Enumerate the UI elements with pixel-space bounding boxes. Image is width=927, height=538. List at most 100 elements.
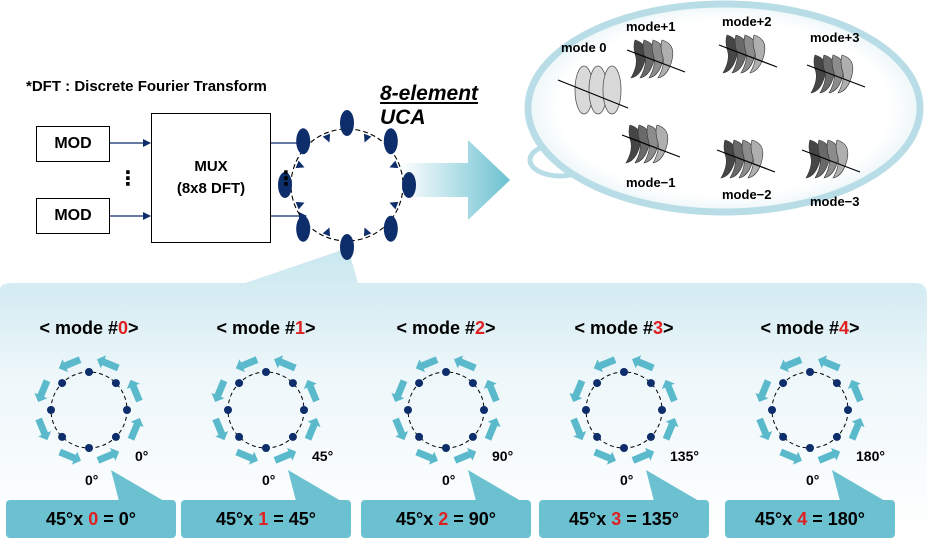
uca-feed-marker [363,227,372,237]
uca-element [340,110,354,136]
uca-feed-marker [295,201,305,210]
uca-feed-marker [322,227,331,237]
array-element [415,379,424,388]
rotation-arrow [453,447,477,464]
mode-circle-3 [569,355,699,501]
rotation-arrow [127,418,144,441]
rotation-arrow [273,447,297,464]
array-element [123,406,131,414]
mode-title-suffix: > [849,318,860,338]
mod-ellipsis: ⋮ [118,168,138,190]
dft-note: *DFT : Discrete Fourier Transform [26,78,267,95]
array-element [111,432,120,441]
uca-feed-marker [389,160,399,169]
vortex-beam-glyph [716,139,776,179]
mode-title-3: < mode #3> [539,318,709,339]
vortex-beam-glyph [557,65,629,115]
rotation-arrow [848,418,865,441]
rotation-arrow [593,356,617,373]
uca-feed-marker [363,133,372,143]
mode-title-suffix: > [663,318,674,338]
mod-box-2: MOD [36,198,110,234]
phase-equation-box: 45°x 0 = 0° [6,500,176,538]
array-element [582,406,590,414]
mod-box-1: MOD [36,126,110,162]
phase-angle-label: 180° [856,448,885,464]
rotation-arrow [779,448,802,465]
array-element [768,406,776,414]
rotation-arrow [34,379,51,402]
rotation-arrow [235,356,259,373]
mode-title-number: 2 [475,318,486,338]
phase-equation-box: 45°x 1 = 45° [181,500,351,538]
vortex-beam-glyph [626,39,686,79]
mode-title-prefix: < mode # [760,318,839,338]
bubble-glyphs [557,34,866,179]
rotation-arrow [662,418,679,441]
uca-element [383,128,398,155]
array-element [646,379,655,388]
mode-title-prefix: < mode # [216,318,295,338]
rotation-arrow [415,356,439,373]
phase-equation-box: 45°x 2 = 90° [361,500,531,538]
phase-equation-box: 45°x 4 = 180° [725,500,895,538]
array-element [646,432,655,441]
rotation-arrow [756,417,773,441]
uca-element [296,128,311,155]
array-element [480,406,488,414]
equation-mode-number: 1 [258,508,269,529]
mode-title-suffix: > [485,318,496,338]
mode-title-number: 4 [839,318,850,338]
reference-angle-label: 0° [806,472,820,488]
bubble-label-mode-plus1: mode+1 [626,19,676,34]
callout-pointer [111,470,164,501]
mode-circle-0 [34,355,164,501]
array-element [620,444,628,452]
mode-circle-2 [391,355,521,501]
rotation-arrow [392,417,409,441]
mode-title-prefix: < mode # [574,318,653,338]
phase-angle-label: 90° [492,448,514,464]
equation-result: = 135° [621,508,679,529]
array-element [442,444,450,452]
array-element [832,379,841,388]
rotation-arrow [303,379,320,403]
array-element [235,432,244,441]
equation-result: = 180° [807,508,865,529]
bubble-label-mode-minus3: mode−3 [810,194,860,209]
uca-element [383,215,398,242]
mode-circle-1 [211,355,341,501]
equation-mode-number: 2 [438,508,449,529]
rotation-arrow [97,355,120,372]
vortex-beam-glyph [621,124,681,164]
array-element [844,406,852,414]
mode-title-number: 0 [118,318,129,338]
vortex-beam-glyph [806,54,866,94]
rotation-arrow [570,417,587,441]
array-element [85,368,93,376]
equation-result: = 45° [268,508,316,529]
callout-pointer [832,470,885,501]
array-element [404,406,412,414]
array-element [262,368,270,376]
rotation-arrow [661,379,678,403]
rotation-arrow [274,355,297,372]
array-element [779,432,788,441]
reference-angle-label: 0° [85,472,99,488]
mode-circle-4 [755,355,885,501]
mode-title-prefix: < mode # [39,318,118,338]
rotation-arrow [58,356,82,373]
equation-prefix: 45°x [755,508,798,529]
mux-title: MUX [194,158,228,175]
rotation-arrow [35,417,52,441]
reference-angle-label: 0° [262,472,276,488]
rotation-arrow [391,379,408,402]
equation-mode-number: 3 [611,508,622,529]
equation-result: = 0° [98,508,136,529]
array-element [415,432,424,441]
reference-angle-label: 0° [442,472,456,488]
array-element [593,379,602,388]
rotation-arrow [304,418,321,441]
rotation-arrow [212,417,229,441]
